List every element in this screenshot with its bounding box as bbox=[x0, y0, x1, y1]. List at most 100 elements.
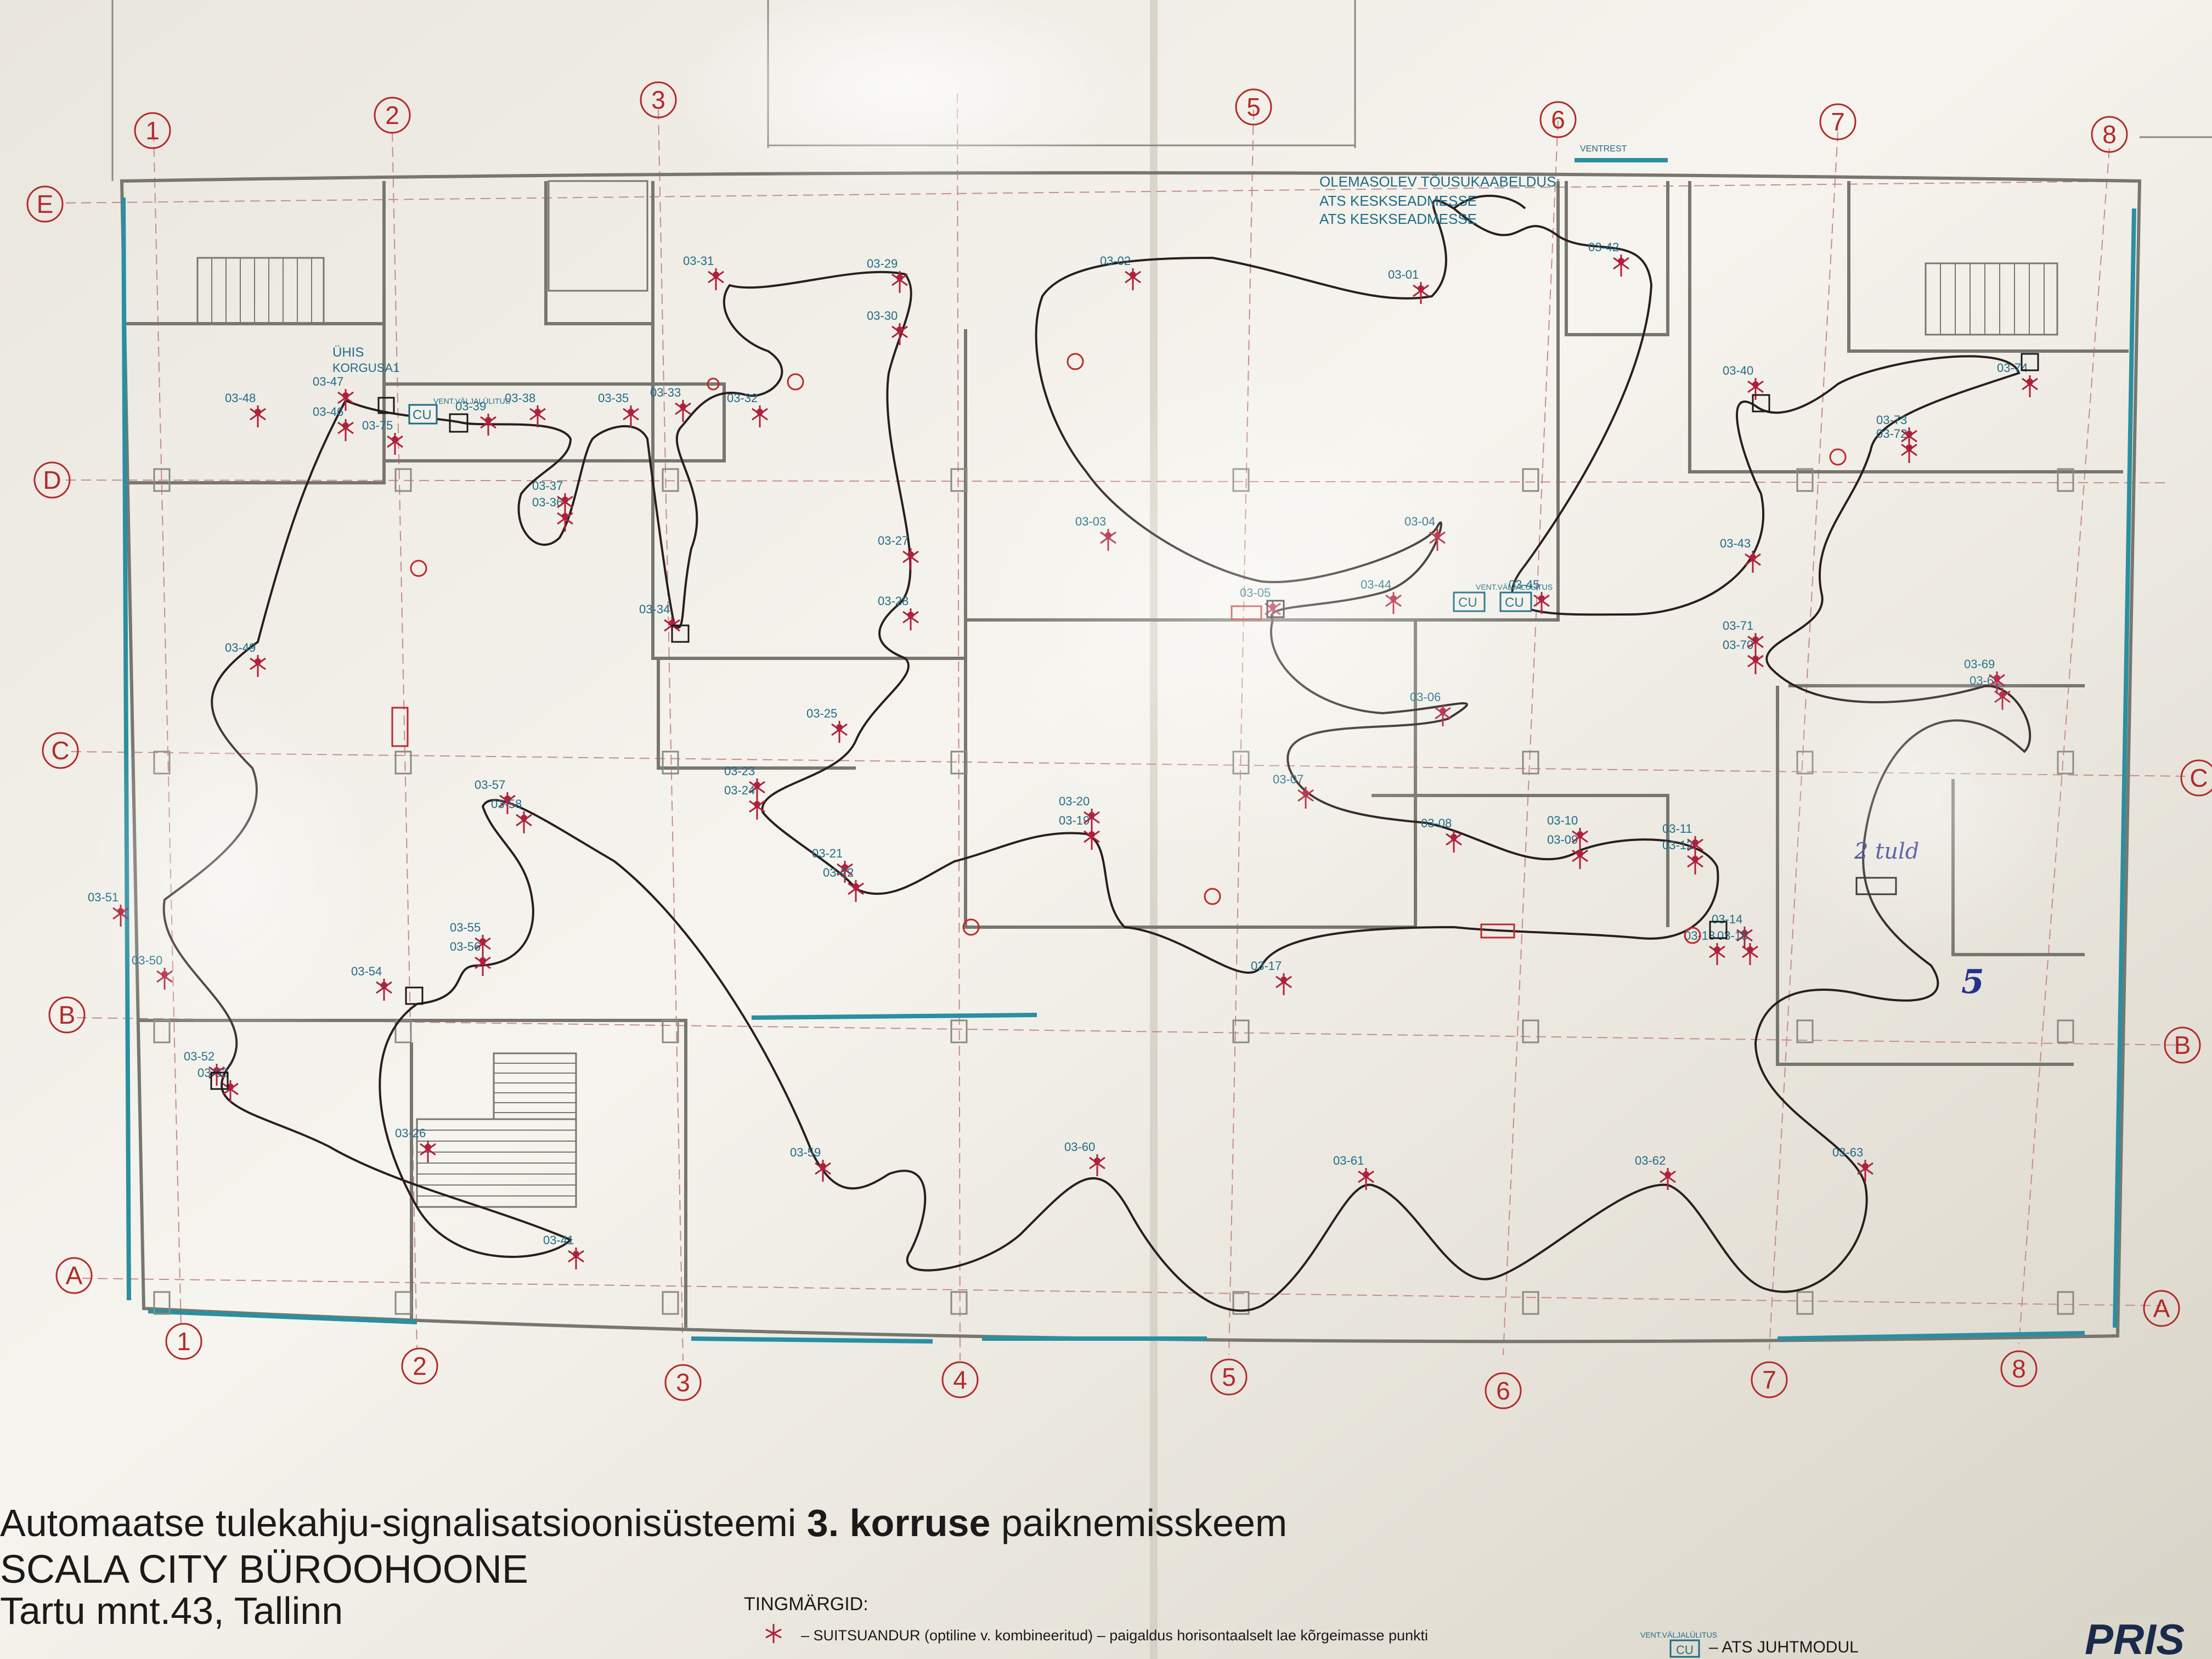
riser-note-line-1: OLEMASOLEV TÕUSUKAABELDUS: bbox=[1319, 173, 1560, 190]
detector-label: 03-46 bbox=[313, 405, 343, 419]
smoke-detector: 03-01 bbox=[1388, 268, 1429, 304]
smoke-detector: 03-59 bbox=[790, 1146, 831, 1182]
smoke-detector: 03-57 bbox=[475, 778, 516, 814]
detector-label: 03-60 bbox=[1064, 1140, 1095, 1154]
grid-label-columns_bottom-5: 6 bbox=[1485, 1372, 1522, 1409]
detector-label: 03-22 bbox=[823, 866, 854, 879]
detector-label: 03-37 bbox=[532, 479, 563, 493]
grid-label-columns_bottom-2: 3 bbox=[664, 1364, 702, 1401]
detector-label: 03-55 bbox=[450, 921, 481, 934]
grid-label-columns_top-0: 1 bbox=[134, 112, 171, 149]
smoke-detector: 03-35 bbox=[598, 391, 639, 427]
detector-dot bbox=[562, 496, 568, 503]
smoke-detector: 03-70 bbox=[1723, 638, 1764, 674]
detector-dot bbox=[1577, 831, 1583, 838]
grid-bubble bbox=[55, 1257, 93, 1294]
column bbox=[394, 1291, 412, 1315]
grid-label-rows_left-3: B bbox=[48, 996, 86, 1034]
detector-label: 03-30 bbox=[867, 309, 898, 323]
grid-label-text: C bbox=[51, 736, 69, 765]
title-part-a: Automaatse tulekahju-signalisatsioonisüs… bbox=[0, 1502, 807, 1544]
detector-dot bbox=[1418, 285, 1424, 292]
grid-label-columns_top-1: 2 bbox=[374, 97, 411, 134]
detector-dot bbox=[342, 392, 349, 399]
detector-label: 03-25 bbox=[806, 707, 837, 720]
grid-label-rows_right-2: A bbox=[2143, 1290, 2180, 1327]
detector-dot bbox=[1747, 946, 1753, 953]
grid-label-text: 2 bbox=[385, 101, 399, 129]
grid-label-text: E bbox=[37, 190, 54, 218]
legend-module-text: – ATS JUHTMODUL bbox=[1709, 1638, 1859, 1656]
grid-label-text: 2 bbox=[413, 1352, 427, 1380]
detector-dot bbox=[1130, 272, 1136, 278]
legend-smoke-symbol bbox=[765, 1624, 782, 1643]
grid-bubble bbox=[2143, 1290, 2180, 1327]
detector-label: 03-43 bbox=[1720, 537, 1751, 550]
column bbox=[1232, 1291, 1250, 1315]
smoke-detector: 03-32 bbox=[727, 391, 768, 427]
detector-label: 03-59 bbox=[790, 1146, 821, 1159]
room-note-1: ÜHIS bbox=[332, 345, 364, 360]
column bbox=[1522, 751, 1539, 775]
vent-note-2: VENT.VÄLJALÜLITUS bbox=[433, 396, 510, 405]
column bbox=[950, 751, 968, 775]
smoke-detector: 03-39 bbox=[455, 399, 496, 436]
column bbox=[2057, 1291, 2074, 1315]
grid-label-rows_left-1: D bbox=[33, 461, 71, 499]
smoke-detector: 03-60 bbox=[1064, 1140, 1105, 1176]
detector-label: 03-75 bbox=[362, 419, 393, 432]
detector-dot bbox=[2027, 379, 2033, 385]
column bbox=[662, 468, 679, 492]
title-address: Tartu mnt.43, Tallinn bbox=[0, 1589, 343, 1632]
detector-label: 03-61 bbox=[1333, 1154, 1364, 1167]
column bbox=[1522, 1291, 1539, 1315]
legend-smoke-text: – SUITSUANDUR (optiline v. kombineeritud… bbox=[801, 1627, 1428, 1644]
column bbox=[662, 1019, 679, 1043]
detector-dot bbox=[425, 1144, 431, 1150]
column bbox=[950, 468, 968, 492]
company-logo: PRIS bbox=[2085, 1615, 2185, 1659]
handwritten-number: 5 bbox=[1961, 963, 1984, 1001]
detector-dot bbox=[521, 815, 527, 821]
stair-treads bbox=[197, 258, 2045, 1197]
detector-label: 03-24 bbox=[724, 783, 755, 797]
grid-label-columns_top-6: 8 bbox=[2091, 116, 2128, 153]
grid-label-columns_bottom-0: 1 bbox=[165, 1323, 202, 1360]
detector-dot bbox=[1094, 1158, 1101, 1164]
smoke-detector: 03-11 bbox=[1662, 822, 1703, 858]
smoke-detector: 03-49 bbox=[225, 641, 266, 677]
smoke-detector: 03-56 bbox=[450, 940, 491, 976]
detector-dot bbox=[1664, 1171, 1671, 1178]
detector-dot bbox=[255, 658, 261, 665]
smoke-detector: 03-71 bbox=[1723, 619, 1764, 655]
grid-bubble bbox=[1539, 101, 1577, 138]
column bbox=[1232, 1019, 1250, 1043]
detector-label: 03-38 bbox=[505, 391, 535, 405]
detector-dot bbox=[1577, 850, 1583, 857]
glare-1 bbox=[675, 0, 1136, 198]
grid-bubble bbox=[401, 1347, 438, 1385]
column bbox=[394, 468, 412, 492]
detector-label: 03-28 bbox=[878, 594, 909, 608]
detector-loop-cable bbox=[162, 199, 2032, 1312]
grid-bubble bbox=[42, 732, 79, 769]
title-building: SCALA CITY BÜROOHOONE bbox=[0, 1548, 528, 1592]
detector-dot bbox=[1363, 1171, 1369, 1178]
detector-label: 03-12 bbox=[1662, 838, 1693, 852]
column bbox=[2057, 468, 2074, 492]
smoke-detector: 03-33 bbox=[650, 386, 691, 422]
detector-label: 03-11 bbox=[1662, 822, 1692, 836]
smoke-detector: 03-61 bbox=[1333, 1154, 1374, 1190]
column bbox=[1796, 1019, 1814, 1043]
grid-bubble bbox=[165, 1323, 202, 1360]
detector-dot bbox=[534, 409, 541, 415]
detector-label: 03-09 bbox=[1547, 833, 1578, 847]
detector-dot bbox=[1741, 930, 1748, 936]
detector-dot bbox=[1862, 1163, 1869, 1170]
detector-dot bbox=[1280, 977, 1287, 983]
smoke-detector: 03-26 bbox=[395, 1126, 436, 1163]
detector-dot bbox=[1714, 946, 1720, 953]
